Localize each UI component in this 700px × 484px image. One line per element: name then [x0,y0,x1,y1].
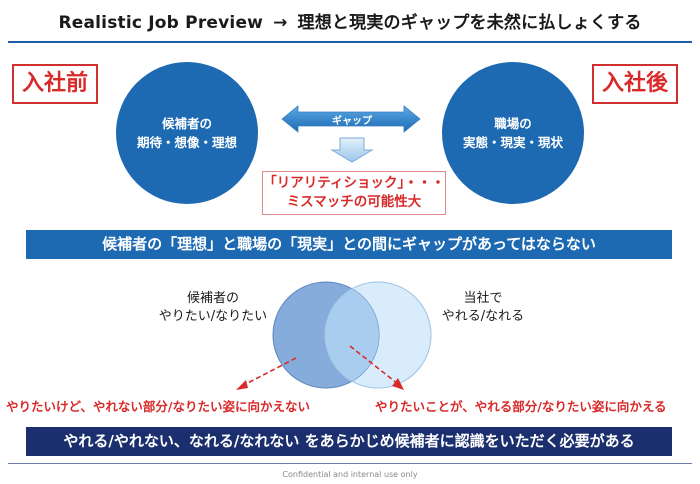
pointer-arrowhead-right [392,378,404,390]
note-can-do: やりたいことが、やれる部分/なりたい姿に向かえる [375,399,667,414]
pointer-line-right [349,345,399,385]
venn-left-label: 候補者の やりたい/なりたい [148,290,278,326]
venn-left-line2: やりたい/なりたい [158,309,268,324]
gap-double-arrow-icon [281,105,421,133]
pointer-line-left [241,357,297,387]
venn-left-line1: 候補者の [186,291,239,306]
reality-shock-box: 「リアリティショック」・・・ ミスマッチの可能性大 [262,171,446,215]
reality-shock-line2: ミスマッチの可能性大 [286,194,422,210]
venn-right-line1: 当社で [463,291,503,306]
down-arrow-icon [330,137,374,163]
workplace-circle-line1: 職場の [494,116,532,131]
before-joining-tag: 入社前 [12,64,99,104]
candidate-ideal-circle: 候補者の 期待・想像・理想 [116,62,258,204]
confidential-footer: Confidential and internal use only [282,470,418,479]
title-arrow: → [273,13,288,33]
venn-right-label: 当社で やれる/なれる [428,290,538,326]
candidate-circle-line1: 候補者の [161,116,212,131]
title-left: Realistic Job Preview [58,13,264,33]
gap-warning-banner: 候補者の「理想」と職場の「現実」との間にギャップがあってはならない [26,230,672,259]
candidate-circle-line2: 期待・想像・理想 [136,135,237,150]
note-cannot-do: やりたいけど、やれない部分/なりたい姿に向かえない [6,399,310,414]
title-right: 理想と現実のギャップを未然に払しょくする [297,13,642,33]
venn-overlap [325,282,379,388]
workplace-circle-line2: 実態・現実・現状 [462,135,563,150]
footer-rule [8,463,692,464]
reality-shock-line1: 「リアリティショック」・・・ [263,175,445,191]
after-joining-tag: 入社後 [592,64,679,104]
gap-label: ギャップ [332,116,372,127]
venn-right-line2: やれる/なれる [441,309,525,324]
header-rule [8,41,692,43]
workplace-reality-circle: 職場の 実態・現実・現状 [442,62,584,204]
action-banner: やれる/やれない、なれる/なれない をあらかじめ候補者に認識をいただく必要がある [26,427,672,456]
pointer-arrowhead-left [236,380,248,390]
page-title: Realistic Job Preview → 理想と現実のギャップを未然に払しょく… [0,8,700,33]
